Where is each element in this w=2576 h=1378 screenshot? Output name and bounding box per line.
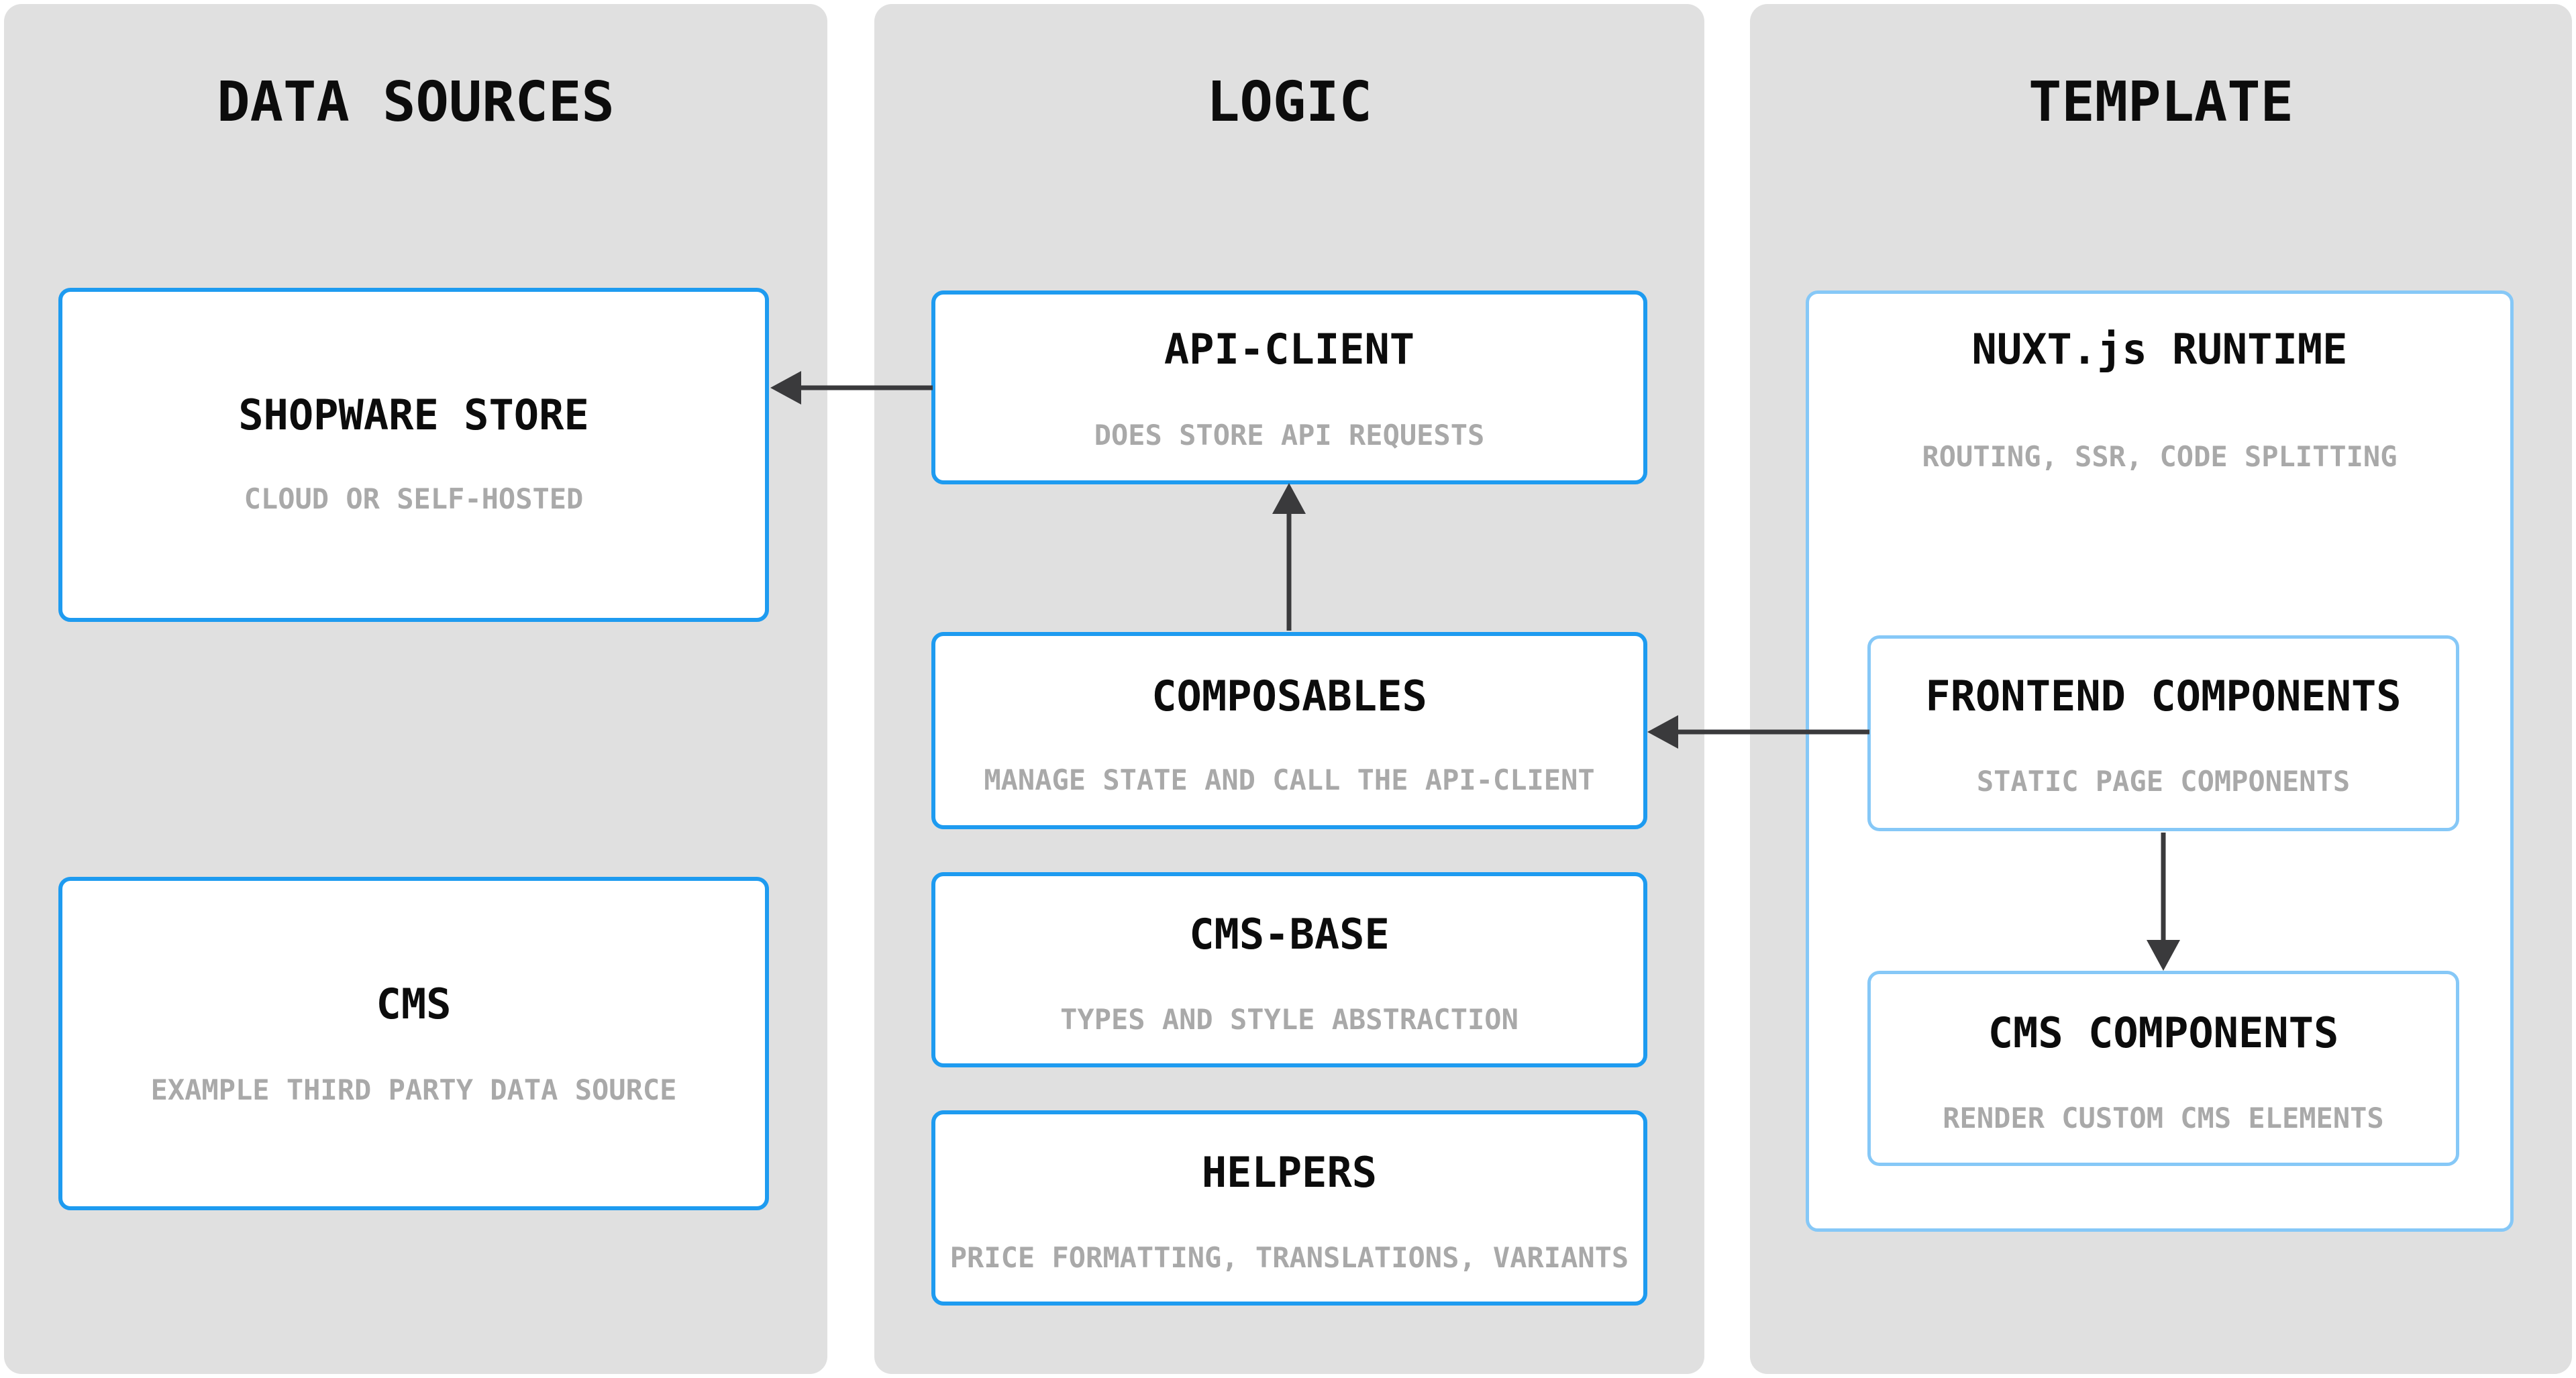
box-cms-subtitle: EXAMPLE THIRD PARTY DATA SOURCE bbox=[150, 1073, 677, 1106]
box-api-client: API-CLIENT DOES STORE API REQUESTS bbox=[931, 290, 1647, 484]
box-frontend-components-subtitle: STATIC PAGE COMPONENTS bbox=[1976, 765, 2351, 798]
panel-logic: LOGIC API-CLIENT DOES STORE API REQUESTS… bbox=[874, 4, 1704, 1374]
box-helpers-subtitle: PRICE FORMATTING, TRANSLATIONS, VARIANTS bbox=[949, 1241, 1629, 1274]
box-frontend-components: FRONTEND COMPONENTS STATIC PAGE COMPONEN… bbox=[1867, 635, 2459, 831]
box-cms-base: CMS-BASE TYPES AND STYLE ABSTRACTION bbox=[931, 872, 1647, 1067]
box-helpers: HELPERS PRICE FORMATTING, TRANSLATIONS, … bbox=[931, 1110, 1647, 1306]
box-cms-components-subtitle: RENDER CUSTOM CMS ELEMENTS bbox=[1943, 1102, 2384, 1134]
box-shopware-store-title: SHOPWARE STORE bbox=[238, 390, 589, 439]
box-composables-subtitle: MANAGE STATE AND CALL THE API-CLIENT bbox=[984, 763, 1595, 796]
box-cms-title: CMS bbox=[376, 979, 452, 1028]
box-api-client-subtitle: DOES STORE API REQUESTS bbox=[1094, 419, 1485, 452]
panel-title-logic: LOGIC bbox=[1206, 70, 1372, 134]
box-frontend-components-title: FRONTEND COMPONENTS bbox=[1925, 672, 2402, 721]
panel-template: TEMPLATE NUXT.js RUNTIME ROUTING, SSR, C… bbox=[1750, 4, 2572, 1374]
box-api-client-title: API-CLIENT bbox=[1164, 325, 1415, 374]
panel-title-template: TEMPLATE bbox=[2028, 70, 2294, 134]
box-cms-base-title: CMS-BASE bbox=[1189, 910, 1390, 959]
box-nuxt-runtime-subtitle: ROUTING, SSR, CODE SPLITTING bbox=[1922, 440, 2398, 473]
box-helpers-title: HELPERS bbox=[1201, 1148, 1378, 1197]
panel-title-data-sources: DATA SOURCES bbox=[217, 70, 615, 134]
box-cms: CMS EXAMPLE THIRD PARTY DATA SOURCE bbox=[58, 877, 769, 1210]
box-cms-base-subtitle: TYPES AND STYLE ABSTRACTION bbox=[1060, 1003, 1518, 1036]
box-shopware-store-subtitle: CLOUD OR SELF-HOSTED bbox=[244, 482, 584, 515]
box-composables-title: COMPOSABLES bbox=[1151, 672, 1427, 721]
box-shopware-store: SHOPWARE STORE CLOUD OR SELF-HOSTED bbox=[58, 288, 769, 622]
box-nuxt-runtime-title: NUXT.js RUNTIME bbox=[1971, 325, 2348, 374]
box-composables: COMPOSABLES MANAGE STATE AND CALL THE AP… bbox=[931, 632, 1647, 829]
box-nuxt-runtime: NUXT.js RUNTIME ROUTING, SSR, CODE SPLIT… bbox=[1806, 290, 2514, 1232]
panel-data-sources: DATA SOURCES SHOPWARE STORE CLOUD OR SEL… bbox=[4, 4, 827, 1374]
box-cms-components: CMS COMPONENTS RENDER CUSTOM CMS ELEMENT… bbox=[1867, 971, 2459, 1166]
box-cms-components-title: CMS COMPONENTS bbox=[1988, 1008, 2339, 1057]
